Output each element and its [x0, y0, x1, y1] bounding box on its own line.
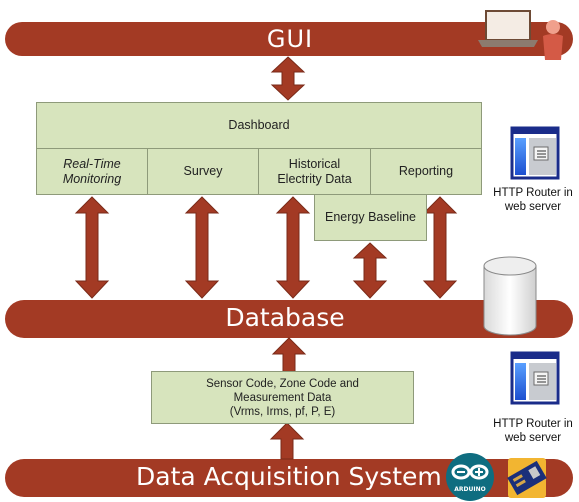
router-caption-bottom: HTTP Router in web server: [487, 417, 579, 445]
wifi-module-icon: [507, 458, 547, 498]
sensor-data-line2: Measurement Data: [233, 391, 332, 404]
router-caption-line1: HTTP Router in: [493, 418, 573, 430]
module-label-line1: Historical: [288, 156, 341, 171]
module-label-line2: Monitoring: [62, 171, 122, 186]
gui-bar: [5, 22, 573, 56]
acquisition-bar: [5, 459, 573, 497]
energy-baseline-label: Energy Baseline: [324, 210, 417, 224]
arrow-survey-database: [184, 196, 220, 299]
module-label-line1: Real-Time: [63, 156, 121, 171]
module-label: Survey: [183, 164, 223, 178]
router-window-icon: [510, 126, 560, 180]
acquisition-label: Data Acquisition System: [136, 462, 442, 491]
arrow-databox-database: [271, 337, 307, 373]
arrow-baseline-database: [352, 242, 388, 299]
router-caption-line2: web server: [504, 201, 562, 213]
sensor-data-box: Sensor Code, Zone Code and Measurement D…: [151, 371, 414, 424]
router-caption-top: HTTP Router in web server: [487, 186, 579, 214]
arrow-gui-dashboard: [270, 56, 306, 101]
database-cylinder-icon: [483, 256, 537, 336]
dashboard-box: Dashboard: [36, 102, 482, 149]
gui-label: GUI: [266, 25, 314, 53]
arrow-realtime-database: [74, 196, 110, 299]
arduino-logo-text: ARDUINO: [454, 486, 486, 493]
database-bar: [5, 300, 573, 338]
arrow-historical-database: [275, 196, 311, 299]
router-caption-line2: web server: [504, 432, 562, 444]
database-label: Database: [225, 303, 345, 332]
laptop-user-icon: [478, 10, 563, 60]
sensor-data-line3: (Vrms, Irms, pf, P, E): [229, 405, 336, 418]
module-label: Reporting: [398, 164, 454, 178]
module-label-line2: Electrity Data: [277, 171, 352, 186]
arduino-logo-icon: [446, 453, 494, 501]
module-survey: Survey: [147, 148, 259, 195]
dashboard-title: Dashboard: [228, 118, 290, 132]
module-historical-data: Historical Electrity Data: [258, 148, 371, 195]
module-reporting: Reporting: [370, 148, 482, 195]
arrow-reporting-database: [422, 196, 458, 299]
module-realtime-monitoring: Real-Time Monitoring: [36, 148, 148, 195]
router-window-icon: [510, 351, 560, 405]
router-caption-line1: HTTP Router in: [493, 187, 573, 199]
arrow-acquisition-databox: [269, 422, 305, 460]
energy-baseline-box: Energy Baseline: [314, 194, 427, 241]
sensor-data-line1: Sensor Code, Zone Code and: [206, 377, 359, 390]
